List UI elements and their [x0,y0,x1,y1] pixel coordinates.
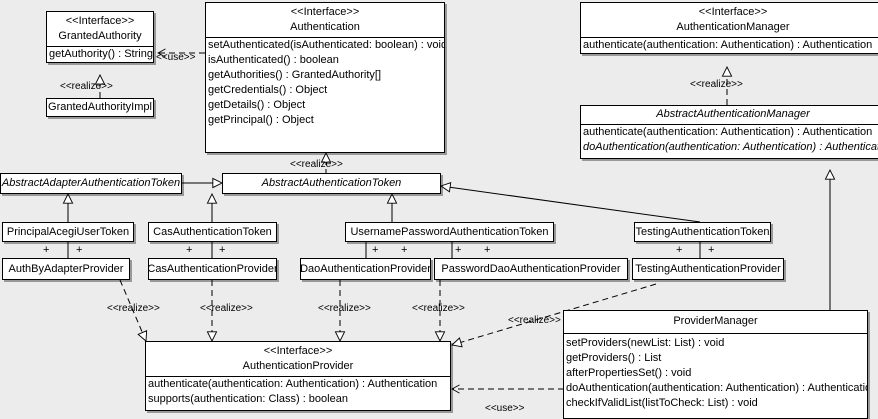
compartment-divider [581,124,878,125]
members-compartment: authenticate(authentication: Authenticat… [581,38,878,53]
class-username-password-authentication-token[interactable]: UsernamePasswordAuthenticationToken [345,222,554,242]
class-name-label: GrantedAuthorityImpl [48,101,152,113]
class-abstract-adapter-authentication-token[interactable]: AbstractAdapterAuthenticationToken [0,173,182,194]
class-header: <<Interface>> Authentication [206,3,444,37]
compartment-divider [581,37,878,38]
members-compartment: authenticate(authentication: Authenticat… [146,377,450,407]
class-header: <<Interface>> GrantedAuthority [47,12,153,46]
edge-label-realize-passworddaoauthenticationprovider: <<realize>> [412,303,465,314]
assoc-marker-plus: + [676,244,683,256]
class-header: ProviderManager [564,311,867,333]
edge-label-use-authentication-grantedauthority: <<use>> [156,52,196,63]
class-name-label: Authentication [290,21,360,33]
class-name-label: AbstractAuthenticationManager [656,108,810,120]
class-header: <<Interface>> AuthenticationManager [581,3,878,37]
class-name-label: AbstractAdapterAuthenticationToken [1,177,181,189]
class-granted-authority-impl[interactable]: GrantedAuthorityImpl [46,98,154,117]
member-row: getProviders() : List [566,352,662,364]
member-row: isAuthenticated() : boolean [208,54,339,66]
edge-label-realize-abstractauthenticationtoken: <<realize>> [290,159,343,170]
class-abstract-authentication-token[interactable]: AbstractAuthenticationToken [222,173,441,194]
class-name-label: TestingAuthenticationToken [635,225,770,238]
member-row: setAuthenticated(isAuthenticated: boolea… [208,39,445,51]
assoc-marker-plus: + [219,244,226,256]
class-name-label: DaoAuthenticationProvider [300,262,431,275]
class-name-label: AuthenticationProvider [242,360,354,372]
member-row: supports(authentication: Class) : boolea… [148,393,348,405]
assoc-marker-plus: + [372,244,379,256]
compartment-divider [47,46,153,47]
class-name-label: GrantedAuthority [58,30,142,42]
members-compartment: getAuthority() : String [47,47,153,62]
member-row: authenticate(authentication: Authenticat… [148,378,438,390]
member-row: getDetails() : Object [208,99,306,111]
assoc-marker-plus: + [43,244,50,256]
member-row: getCredentials() : Object [208,84,328,96]
class-cas-authentication-token[interactable]: CasAuthenticationToken [148,222,277,242]
class-abstract-authentication-manager[interactable]: AbstractAuthenticationManager authentica… [580,105,878,159]
class-name-label: CasAuthenticationProvider [148,262,277,275]
class-name-label: CasAuthenticationToken [153,225,272,238]
assoc-marker-plus: + [455,244,462,256]
compartment-divider [146,376,450,377]
class-cas-authentication-provider[interactable]: CasAuthenticationProvider [148,258,277,280]
class-name-label: AuthenticationManager [676,21,790,33]
class-provider-manager[interactable]: ProviderManager setProviders(newList: Li… [563,310,868,419]
assoc-marker-plus: + [401,244,408,256]
member-row: doAuthentication(authentication: Authent… [566,382,868,394]
edge-label-realize-casauthenticationprovider: <<realize>> [200,303,253,314]
class-testing-authentication-provider[interactable]: TestingAuthenticationProvider [632,258,784,280]
assoc-marker-plus: + [484,244,491,256]
member-row: getAuthorities() : GrantedAuthority[] [208,69,382,81]
members-compartment: setProviders(newList: List) : void getPr… [564,334,867,411]
assoc-marker-plus: + [76,244,83,256]
class-testing-authentication-token[interactable]: TestingAuthenticationToken [634,222,771,242]
class-name-label: PasswordDaoAuthenticationProvider [441,262,621,275]
member-row: getPrincipal() : Object [208,114,314,126]
edge-label-realize-providermanager: <<realize>> [508,315,561,326]
stereotype-label: <<Interface>> [65,15,135,27]
member-row: authenticate(authentication: Authenticat… [583,39,873,51]
class-name-label: ProviderManager [673,315,758,327]
compartment-divider [564,333,867,334]
member-row: afterPropertiesSet() : void [566,367,692,379]
stereotype-label: <<Interface>> [263,345,333,357]
edge-label-realize-abstractauthenticationmanager: <<realize>> [690,79,743,90]
class-header: AbstractAuthenticationManager [581,106,878,124]
class-name-label: AbstractAuthenticationToken [261,177,402,189]
member-row: checkIfValidList(listToCheck: List) : vo… [566,397,758,409]
stereotype-label: <<Interface>> [698,6,768,18]
class-auth-by-adapter-provider[interactable]: AuthByAdapterProvider [2,258,130,280]
member-row: doAuthentication(authentication: Authent… [583,141,878,153]
class-name-label: PrincipalAcegiUserToken [6,225,130,238]
edge-label-realize-authbyadapterprovider: <<realize>> [107,303,160,314]
members-compartment: authenticate(authentication: Authenticat… [581,125,878,155]
class-header: <<Interface>> AuthenticationProvider [146,342,450,376]
class-name-label: UsernamePasswordAuthenticationToken [350,225,549,238]
member-row: authenticate(authentication: Authenticat… [583,126,873,138]
class-granted-authority[interactable]: <<Interface>> GrantedAuthority getAuthor… [46,11,154,63]
class-authentication[interactable]: <<Interface>> Authentication setAuthenti… [205,2,445,153]
class-password-dao-authentication-provider[interactable]: PasswordDaoAuthenticationProvider [434,258,628,280]
stereotype-label: <<Interface>> [290,6,360,18]
member-row: getAuthority() : String [49,48,153,60]
class-dao-authentication-provider[interactable]: DaoAuthenticationProvider [300,258,431,280]
assoc-marker-plus: + [186,244,193,256]
class-principal-acegi-user-token[interactable]: PrincipalAcegiUserToken [2,222,134,242]
edge-label-realize-grantedauthorityimpl: <<realize>> [60,81,113,92]
class-name-label: TestingAuthenticationProvider [635,262,781,275]
compartment-divider [206,37,444,38]
edge-generalize-testingauthenticationtoken [441,186,701,223]
member-row: setProviders(newList: List) : void [566,337,725,349]
edge-label-use-providermanager-authenticationprovider: <<use>> [485,403,525,414]
members-compartment: setAuthenticated(isAuthenticated: boolea… [206,38,444,128]
assoc-marker-plus: + [708,244,715,256]
class-authentication-provider[interactable]: <<Interface>> AuthenticationProvider aut… [145,341,451,411]
edge-label-realize-daoauthenticationprovider: <<realize>> [318,303,371,314]
class-authentication-manager[interactable]: <<Interface>> AuthenticationManager auth… [580,2,878,54]
class-name-label: AuthByAdapterProvider [8,262,124,275]
